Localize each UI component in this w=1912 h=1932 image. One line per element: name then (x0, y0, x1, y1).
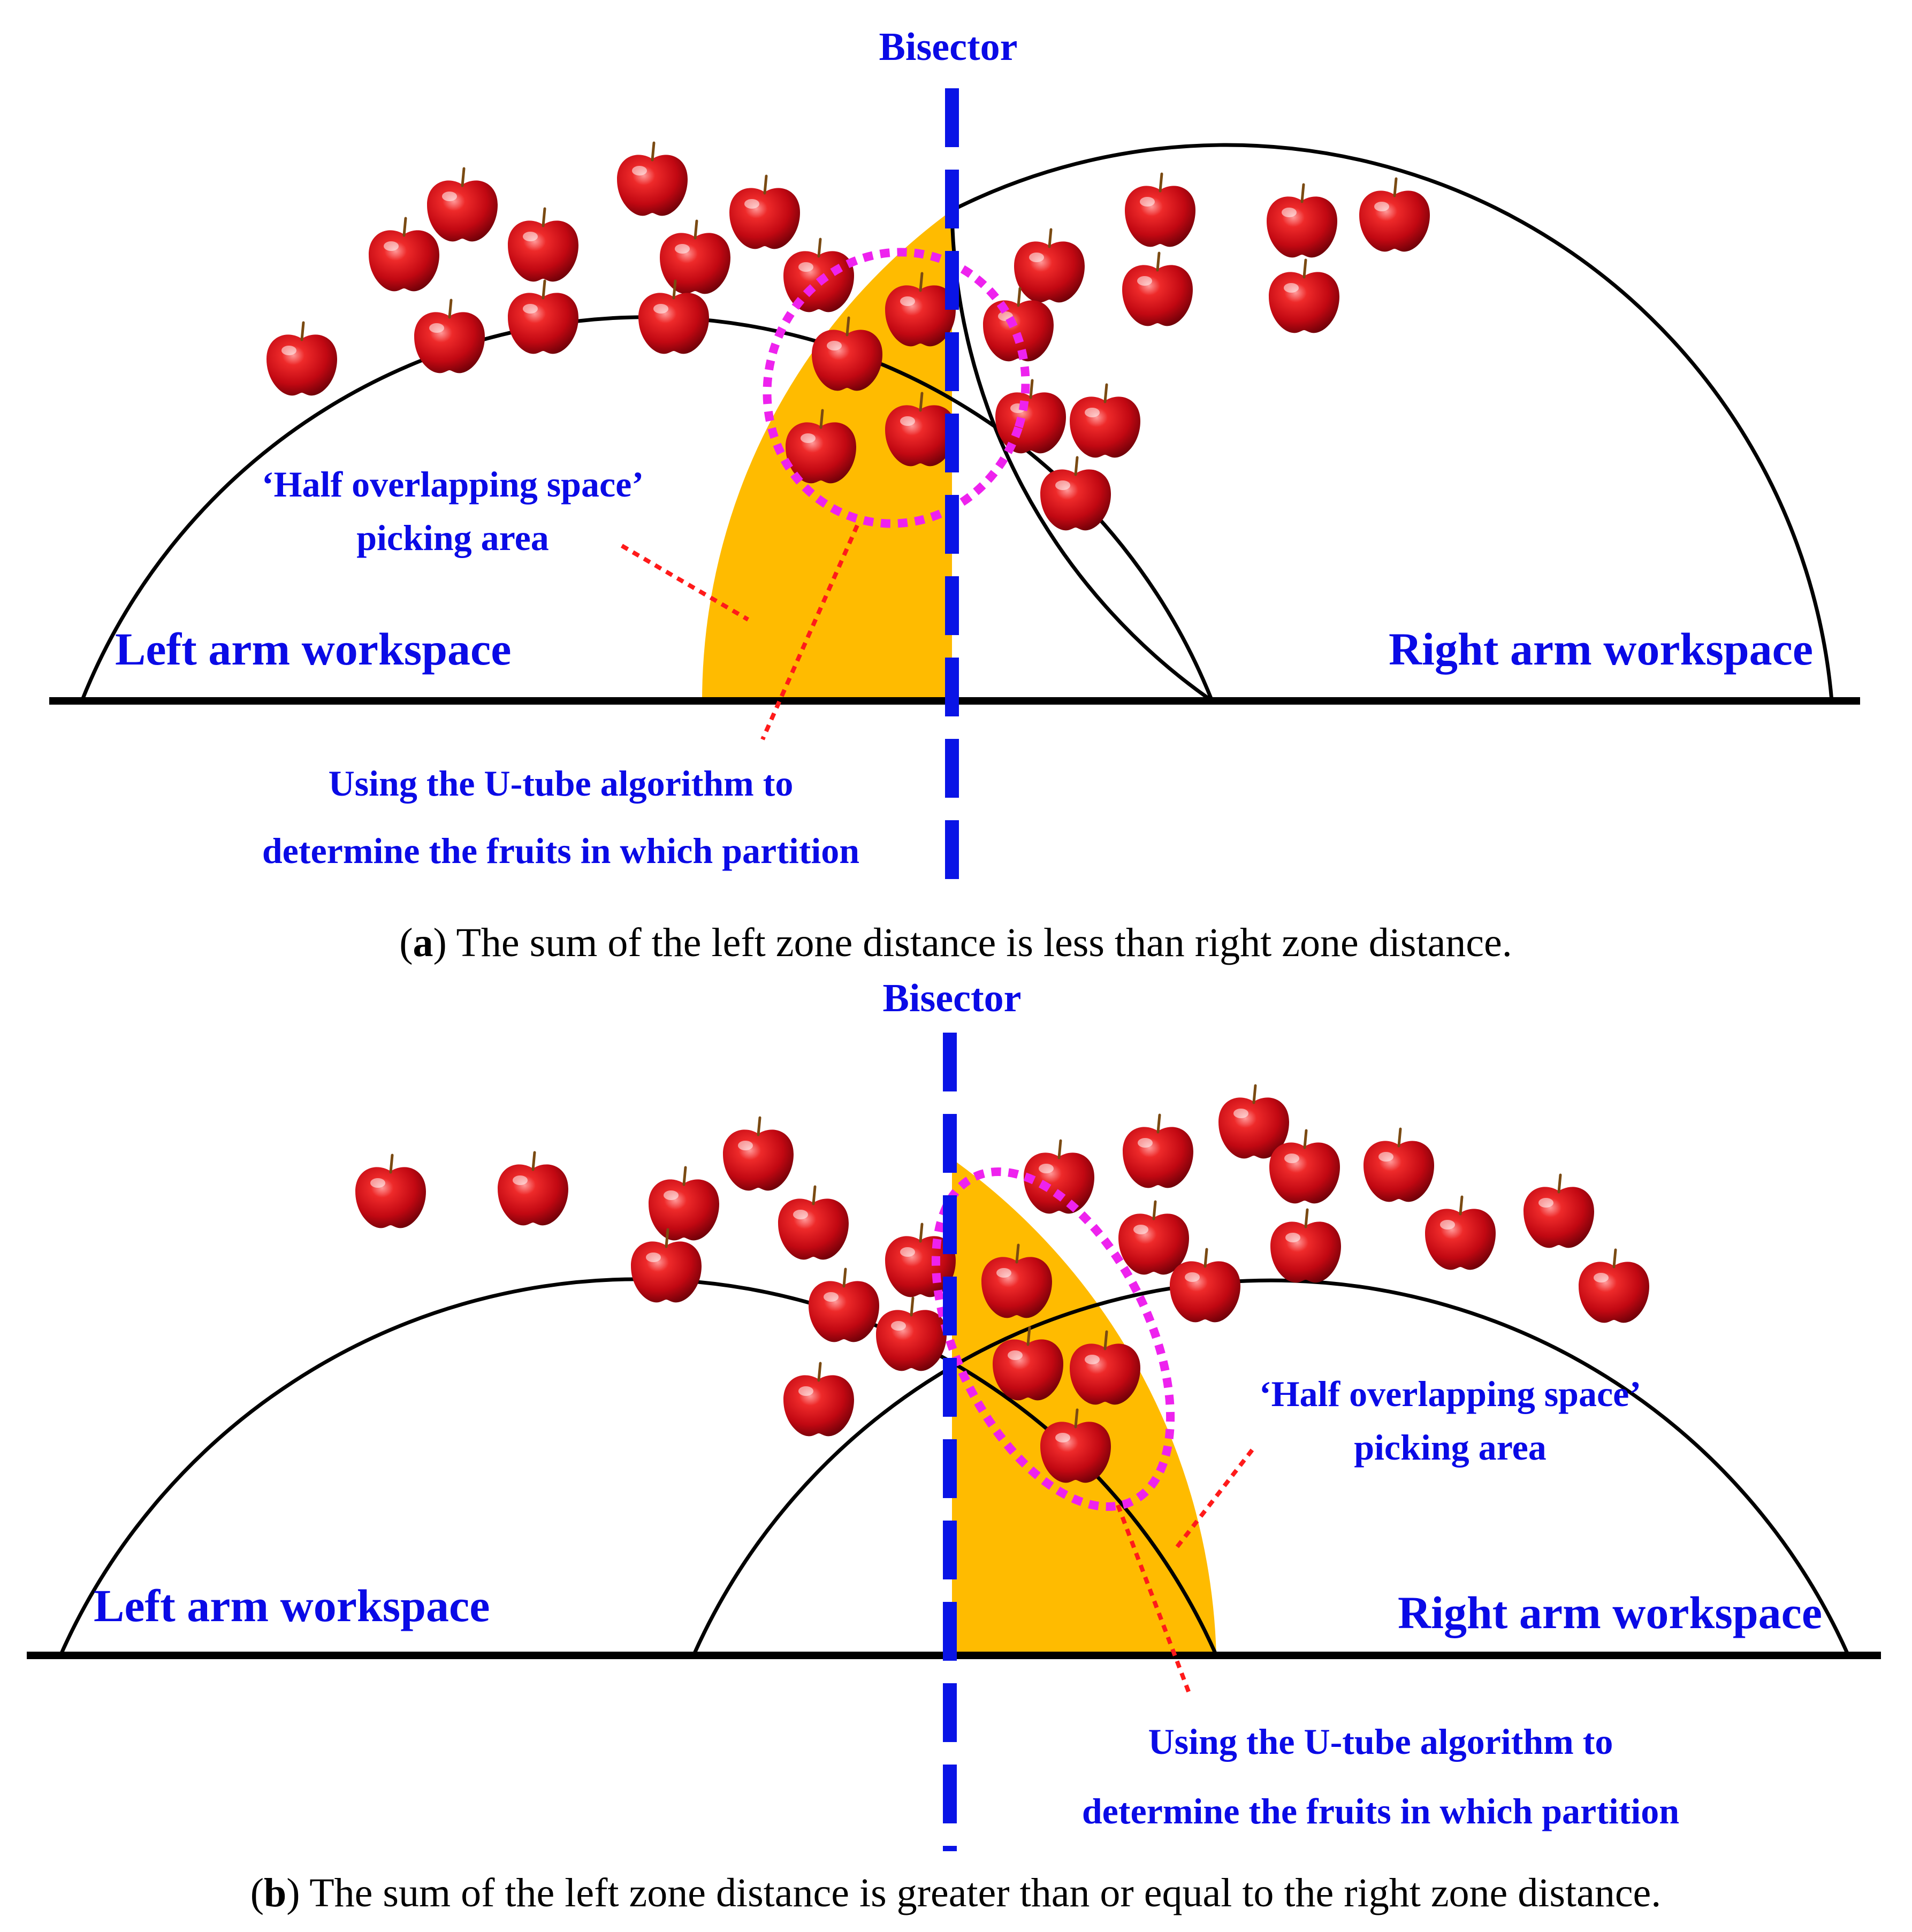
bisector-label-b: Bisector (883, 976, 1022, 1020)
bisector-label-a: Bisector (879, 25, 1018, 69)
apple-icon (266, 323, 337, 395)
caption-b: (b) The sum of the left zone distance is… (250, 1870, 1662, 1915)
apple-icon (1425, 1197, 1496, 1270)
fruit-selection-ring-a (763, 248, 1030, 528)
overlap-leader-line-b (1173, 1448, 1254, 1551)
apple-icon (1122, 253, 1193, 326)
algorithm-label-line1-b: Using the U-tube algorithm to (1148, 1721, 1613, 1762)
apple-icon (1523, 1175, 1594, 1248)
panel-b: Bisector Left arm workspace Right arm wo… (27, 976, 1881, 1915)
apple-icon (1269, 260, 1339, 333)
algorithm-leader-line-a (760, 524, 859, 740)
algorithm-label-line1-a: Using the U-tube algorithm to (329, 763, 794, 804)
apple-icon (617, 143, 688, 216)
caption-a: (a) The sum of the left zone distance is… (399, 920, 1512, 965)
apple-icon (1125, 174, 1195, 247)
algorithm-leader-line-b (1116, 1504, 1193, 1698)
apple-icon (1363, 1129, 1434, 1202)
apple-icon (783, 1363, 854, 1436)
apple-icon (660, 221, 730, 294)
apple-icon (649, 1167, 719, 1240)
right-workspace-label-a: Right arm workspace (1389, 623, 1813, 675)
apple-icon (1359, 179, 1430, 251)
fruit-selection-ring-b (931, 1167, 1175, 1511)
overlap-label-line2-a: picking area (356, 517, 549, 558)
algorithm-label-line2-b: determine the fruits in which partition (1082, 1791, 1679, 1831)
apple-icon (729, 176, 800, 249)
apple-icon (995, 380, 1066, 453)
apple-icon (369, 218, 439, 291)
panel-a: Bisector Left arm workspace Right arm wo… (49, 25, 1860, 965)
apple-icon (1123, 1115, 1193, 1188)
right-workspace-arc-a (950, 210, 1214, 702)
apple-icon (498, 1152, 568, 1225)
right-workspace-arc-a-outer (951, 143, 1834, 701)
apple-icon (1070, 385, 1140, 457)
apple-icon (876, 1298, 947, 1371)
overlap-label-line1-a: ‘Half overlapping space’ (262, 464, 644, 505)
apple-icon (508, 209, 578, 281)
apple-icon (1118, 1202, 1189, 1274)
algorithm-label-line2-a: determine the fruits in which partition (262, 830, 859, 871)
left-workspace-label-a: Left arm workspace (115, 623, 511, 675)
apple-icon (1267, 185, 1337, 257)
apple-icon (783, 239, 854, 312)
right-workspace-arc-b (691, 1278, 1850, 1656)
overlap-label-line1-b: ‘Half overlapping space’ (1259, 1373, 1641, 1414)
apple-icon (1579, 1250, 1649, 1323)
apple-icon (1270, 1210, 1341, 1282)
apple-icon (631, 1230, 702, 1302)
overlap-leader-line-a (620, 544, 750, 622)
apple-icon (1014, 230, 1085, 302)
apple-icon (414, 300, 485, 373)
apple-icon (778, 1187, 849, 1259)
apple-icon (809, 1269, 879, 1342)
right-workspace-label-b: Right arm workspace (1398, 1587, 1822, 1638)
overlap-label-line2-b: picking area (1354, 1427, 1547, 1468)
apple-icon (427, 169, 498, 241)
apple-icon (508, 281, 578, 354)
apple-icon (723, 1118, 794, 1190)
left-workspace-label-b: Left arm workspace (94, 1580, 490, 1631)
apple-icon (355, 1155, 426, 1228)
